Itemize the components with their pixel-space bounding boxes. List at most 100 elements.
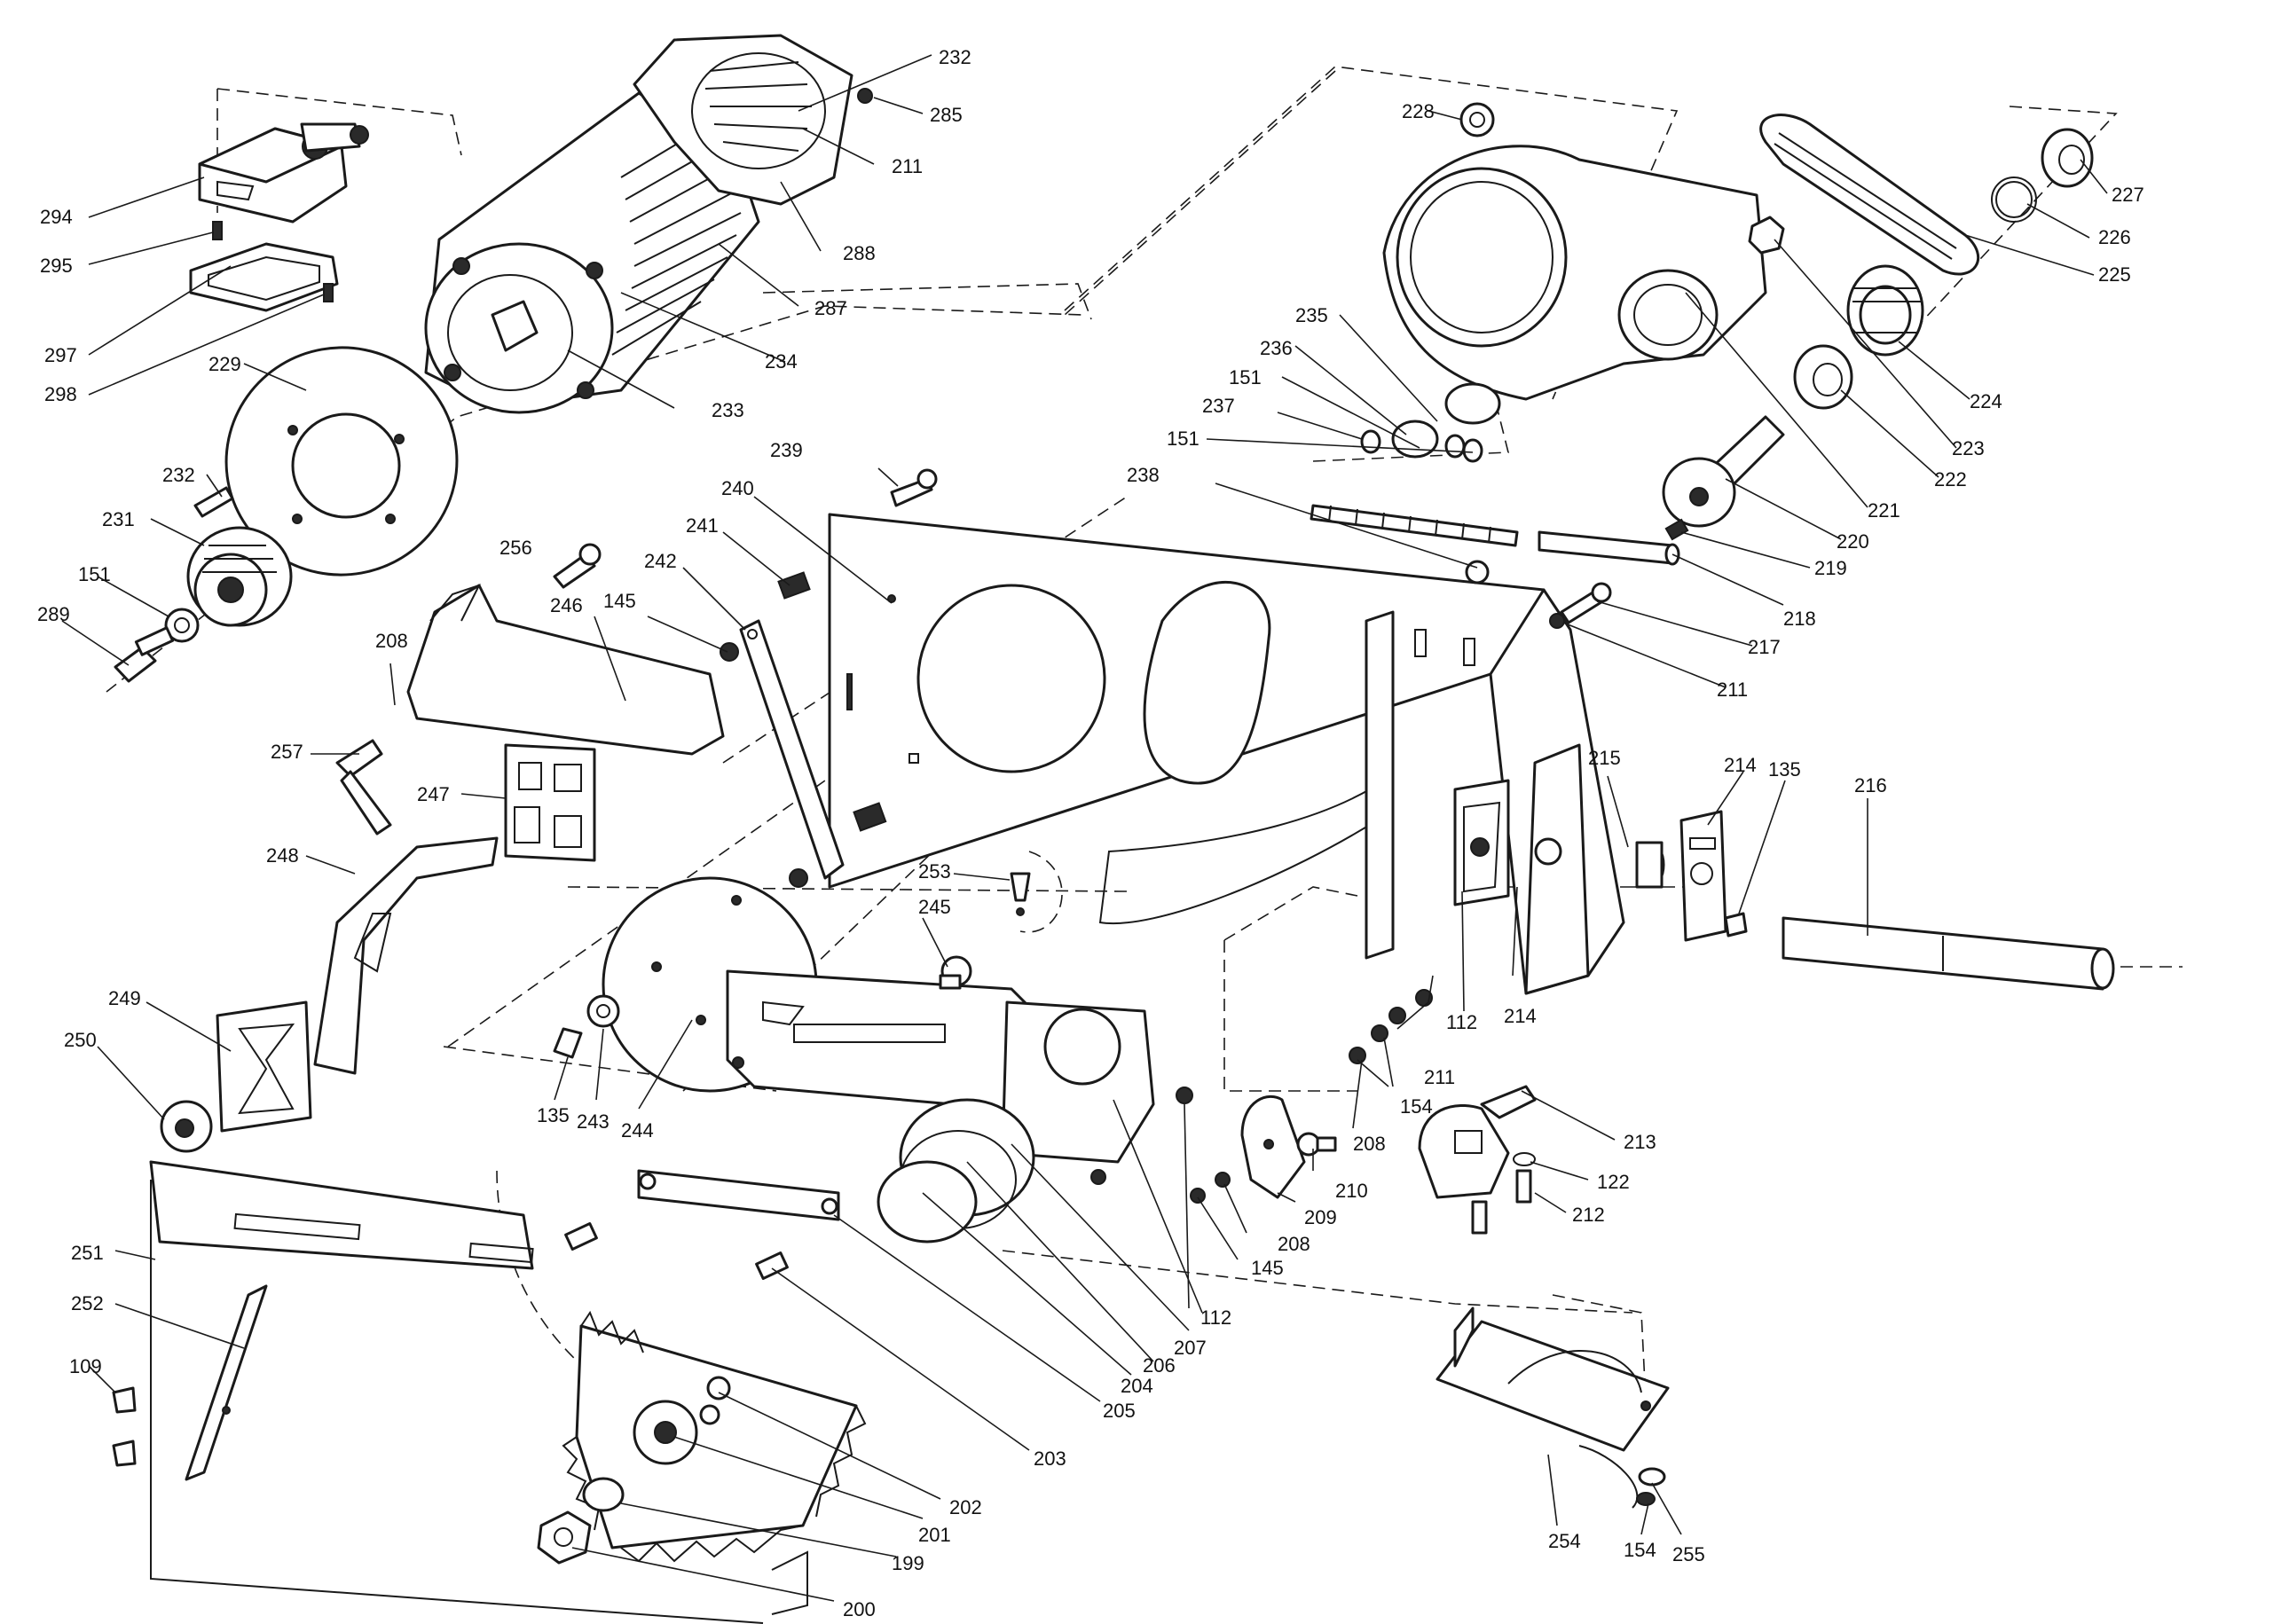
bolt-253: [1010, 872, 1031, 916]
callout-217: 217: [1748, 636, 1781, 658]
callout-212: 212: [1572, 1204, 1605, 1226]
callout-154a: 154: [1400, 1095, 1433, 1118]
bar-screws: [564, 1222, 789, 1280]
callout-151c: 151: [1167, 428, 1200, 450]
callout-207: 207: [1174, 1337, 1207, 1359]
saw-blade: [562, 1310, 867, 1563]
tube-216: [1782, 916, 2115, 991]
callout-252: 252: [71, 1292, 104, 1314]
callout-257: 257: [271, 741, 303, 763]
callout-227: 227: [2112, 184, 2144, 206]
callout-294: 294: [40, 206, 73, 228]
callout-112b: 112: [1446, 1011, 1477, 1033]
callout-135b: 135: [1768, 758, 1801, 781]
callout-201: 201: [918, 1524, 951, 1546]
bolt-245: [939, 955, 972, 990]
nuts-cluster: [1176, 989, 1433, 1204]
cover-screws: [212, 221, 334, 302]
trunnion-block-236: [1391, 420, 1439, 459]
callout-145a: 145: [603, 590, 636, 612]
callout-208c: 208: [1278, 1233, 1310, 1255]
side-bolt-256: [553, 543, 602, 589]
motor: [424, 91, 760, 414]
callout-224: 224: [1970, 390, 2002, 412]
callout-204: 204: [1121, 1375, 1153, 1397]
callout-199: 199: [892, 1552, 924, 1574]
callout-249: 249: [108, 987, 141, 1009]
belt-housing: [1382, 145, 1767, 425]
threaded-rod-238: [1310, 504, 1519, 547]
callout-297: 297: [44, 344, 77, 366]
callout-206: 206: [1143, 1354, 1176, 1377]
callout-213: 213: [1624, 1131, 1656, 1153]
callout-248: 248: [266, 844, 299, 867]
callout-211a: 211: [892, 155, 923, 177]
motor-terminal-box: [198, 122, 369, 224]
callout-208b: 208: [1353, 1133, 1386, 1155]
callout-229: 229: [208, 353, 241, 375]
blade-guard-top: [406, 584, 725, 756]
callout-234: 234: [765, 350, 798, 373]
callout-244: 244: [621, 1119, 654, 1142]
top-bolt-239: [890, 468, 938, 507]
callout-235: 235: [1295, 304, 1328, 326]
callout-210: 210: [1335, 1180, 1368, 1202]
blade-washer-199: [582, 1477, 625, 1512]
callout-239: 239: [770, 439, 803, 461]
callout-295: 295: [40, 255, 73, 277]
callout-221: 221: [1868, 499, 1900, 522]
callout-232b: 232: [162, 464, 195, 486]
callout-285: 285: [930, 104, 963, 126]
clamp-213: [1418, 1085, 1537, 1199]
rear-plate: [828, 513, 1546, 960]
pivot-bracket-209: [1240, 1094, 1306, 1199]
callout-237: 237: [1202, 395, 1235, 417]
terminal-box-gasket: [189, 242, 339, 312]
callout-208a: 208: [375, 630, 408, 652]
callout-247: 247: [417, 783, 450, 805]
callout-214a: 214: [1504, 1005, 1537, 1027]
guard-bracket: [504, 743, 596, 862]
callout-253: 253: [918, 860, 951, 883]
callout-255: 255: [1672, 1543, 1705, 1565]
tilt-arm: [739, 619, 845, 888]
callout-200: 200: [843, 1598, 876, 1620]
callout-203: 203: [1034, 1447, 1066, 1470]
arbor-shaft-220: [1662, 415, 1785, 528]
callout-145b: 145: [1251, 1257, 1284, 1279]
callout-211b: 211: [1717, 679, 1748, 701]
callout-242: 242: [644, 550, 677, 572]
callout-240: 240: [721, 477, 754, 499]
nut-223: [1748, 216, 1785, 255]
callout-151a: 151: [78, 563, 111, 585]
callout-288: 288: [843, 242, 876, 264]
callout-228: 228: [1402, 100, 1435, 122]
link-bar: [637, 1169, 840, 1221]
riving-knife: [185, 1284, 268, 1481]
callout-245: 245: [918, 896, 951, 918]
circlip-226: [1991, 177, 2037, 223]
washers-154-255: [1636, 1467, 1666, 1506]
flange-screw: [193, 486, 234, 518]
washer-122: [1513, 1152, 1536, 1166]
blade-nut-200: [537, 1510, 592, 1565]
clamp-ring: [877, 1098, 1035, 1243]
grub-screw-219: [1664, 518, 1689, 541]
nut-211-frame: [1549, 613, 1565, 629]
callout-250: 250: [64, 1029, 97, 1051]
clamp-lever: [335, 739, 392, 836]
callout-236: 236: [1260, 337, 1293, 359]
set-screws-241: [720, 571, 887, 832]
arbor-pulley-224: [1846, 264, 1924, 357]
bolt-217: [1560, 582, 1612, 624]
callout-135a: 135: [537, 1104, 570, 1126]
knife-screws: [112, 1386, 137, 1467]
callout-225: 225: [2098, 263, 2131, 286]
callout-243: 243: [577, 1110, 610, 1133]
callout-151b: 151: [1229, 366, 1262, 388]
callout-202: 202: [949, 1496, 982, 1518]
housing-nut-228: [1459, 102, 1495, 137]
plate-knob: [160, 1100, 213, 1153]
saw-housing-plate: [726, 969, 1155, 1185]
callout-109: 109: [69, 1355, 102, 1377]
